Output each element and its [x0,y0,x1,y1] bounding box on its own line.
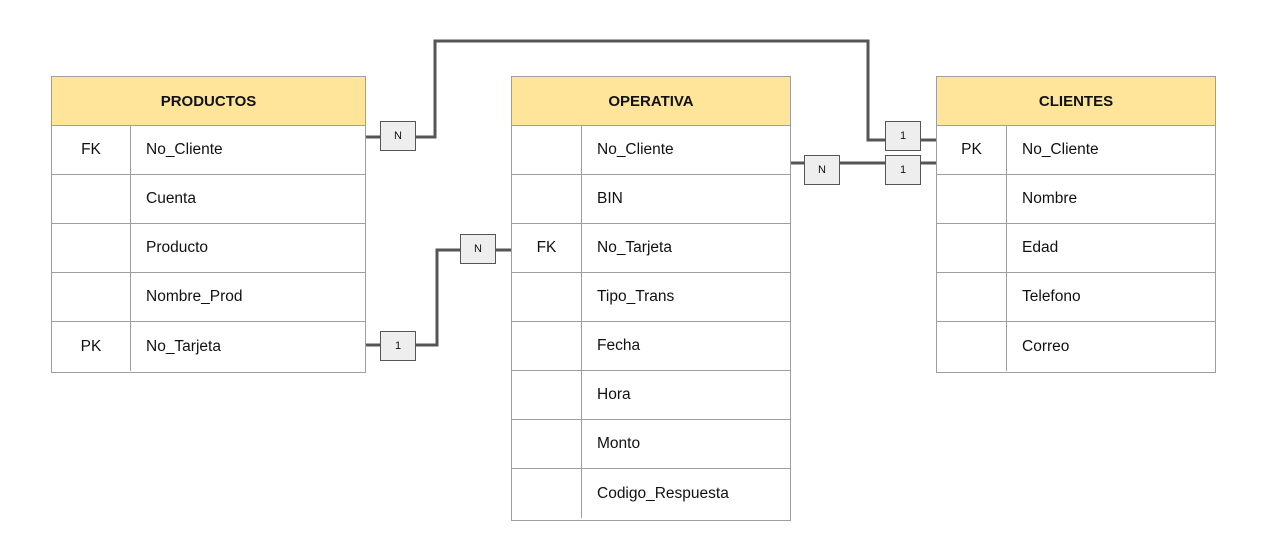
field-cell: No_Tarjeta [597,239,672,256]
table-row: No_Cliente [512,126,790,175]
key-cell: FK [52,126,131,174]
key-cell [937,175,1007,223]
table-row: Monto [512,420,790,469]
key-cell [937,273,1007,321]
field-cell: BIN [597,190,623,207]
key-cell [937,224,1007,272]
table-row: Hora [512,371,790,420]
cardinality-operativa-clientes-n: N [804,155,840,185]
field-cell: Producto [146,239,209,256]
table-row: FK No_Tarjeta [512,224,790,273]
table-row: BIN [512,175,790,224]
table-row: Fecha [512,322,790,371]
field-cell: No_Cliente [597,141,674,158]
table-row: Edad [937,224,1215,273]
field-cell: Fecha [597,337,641,354]
key-cell [52,224,131,272]
cardinality-productos-operativa-1: 1 [380,331,416,361]
table-row: PK No_Cliente [937,126,1215,175]
table-row: Producto [52,224,365,273]
entity-title: OPERATIVA [512,77,790,126]
key-cell [512,322,582,370]
table-row: Nombre_Prod [52,273,365,322]
field-cell: Nombre [1022,190,1078,207]
field-cell: Edad [1022,239,1059,256]
key-cell [512,469,582,518]
key-cell [512,420,582,468]
entity-productos: PRODUCTOS FK No_Cliente Cuenta Producto N… [51,76,366,373]
entity-clientes: CLIENTES PK No_Cliente Nombre Edad Telefo… [936,76,1216,373]
key-cell [52,273,131,321]
table-row: FK No_Cliente [52,126,365,175]
field-cell: No_Cliente [1022,141,1099,158]
key-cell [512,273,582,321]
field-cell: Correo [1022,337,1070,355]
key-cell [512,126,582,174]
cardinality-productos-operativa-n: N [460,234,496,264]
key-cell [512,175,582,223]
table-row: Tipo_Trans [512,273,790,322]
cardinality-operativa-clientes-1: 1 [885,155,921,185]
key-cell [512,371,582,419]
field-cell: No_Cliente [146,141,223,158]
field-cell: Codigo_Respuesta [597,484,729,502]
field-cell: Nombre_Prod [146,288,243,305]
entity-title: CLIENTES [937,77,1215,126]
cardinality-productos-clientes-n: N [380,121,416,151]
entity-operativa: OPERATIVA No_Cliente BIN FK No_Tarjeta Ti… [511,76,791,521]
key-cell: PK [937,126,1007,174]
table-row: Codigo_Respuesta [512,469,790,518]
field-cell: Tipo_Trans [597,288,675,305]
entity-title: PRODUCTOS [52,77,365,126]
table-row: Nombre [937,175,1215,224]
field-cell: Telefono [1022,288,1081,305]
line-productos-clientes [366,39,936,142]
field-cell: No_Tarjeta [146,337,221,355]
table-row: Cuenta [52,175,365,224]
key-cell [937,322,1007,371]
key-cell: FK [512,224,582,272]
table-row: PK No_Tarjeta [52,322,365,371]
key-cell: PK [52,322,131,371]
cardinality-productos-clientes-1: 1 [885,121,921,151]
table-row: Correo [937,322,1215,371]
field-cell: Monto [597,435,641,452]
field-cell: Cuenta [146,190,196,207]
field-cell: Hora [597,386,631,403]
table-row: Telefono [937,273,1215,322]
key-cell [52,175,131,223]
